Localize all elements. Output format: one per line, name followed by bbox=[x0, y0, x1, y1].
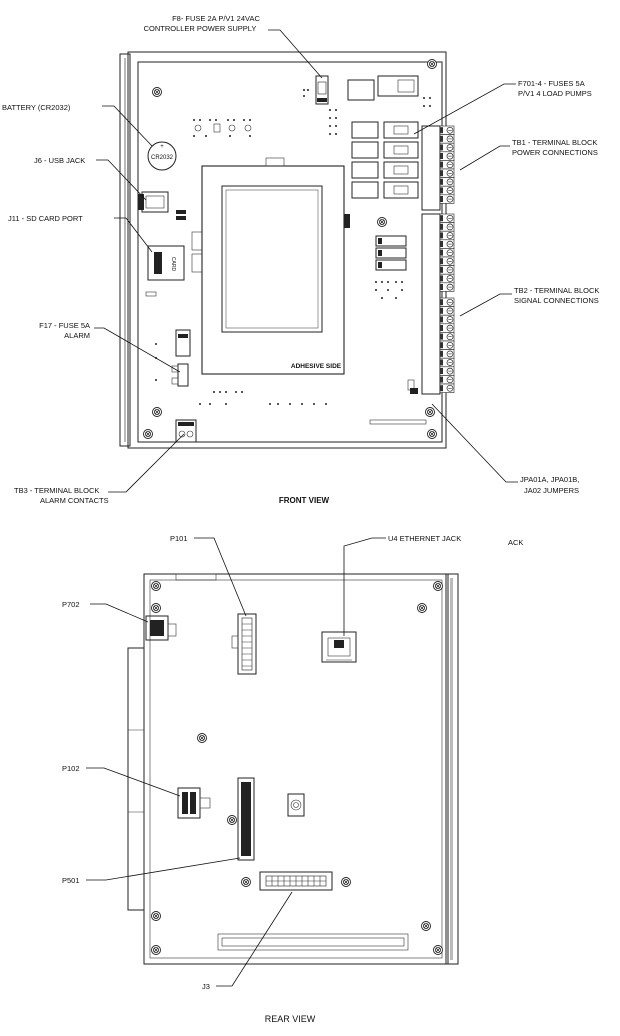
callout-battery: BATTERY (CR2032) bbox=[2, 103, 71, 112]
callout-f17-line1: F17 - FUSE 5A bbox=[39, 321, 90, 330]
fuse-bank-f701-4 bbox=[351, 121, 419, 199]
callout-ack: ACK bbox=[508, 538, 523, 547]
sd-card-mark: CARD bbox=[170, 257, 176, 272]
front-view: + CR2032 CARD ADHESIVE SIDE bbox=[2, 14, 599, 505]
callout-tb2-line2: SIGNAL CONNECTIONS bbox=[514, 296, 599, 305]
callout-jpa-line1: JPA01A, JPA01B, bbox=[520, 475, 579, 484]
front-view-title: FRONT VIEW bbox=[279, 496, 330, 505]
terminal-block-tb3 bbox=[175, 419, 197, 443]
mounting-screw-icon bbox=[152, 407, 162, 417]
rear-bracket-left bbox=[127, 647, 145, 911]
alarm-relay bbox=[175, 329, 191, 357]
mounting-screw-icon bbox=[227, 815, 237, 825]
usb-jack-j6 bbox=[138, 191, 169, 213]
mounting-screw-icon bbox=[241, 877, 251, 887]
mounting-screw-icon bbox=[421, 921, 431, 931]
header-j3 bbox=[259, 871, 333, 891]
mounting-screw-icon bbox=[377, 217, 387, 227]
callout-f701-line1: F701-4 - FUSES 5A bbox=[518, 79, 585, 88]
callout-p501: P501 bbox=[62, 876, 80, 885]
mounting-screw-icon bbox=[151, 911, 161, 921]
adhesive-side-label: ADHESIVE SIDE bbox=[291, 363, 342, 370]
jumpers-jpa01 bbox=[407, 379, 418, 394]
callout-p102: P102 bbox=[62, 764, 80, 773]
callout-f8-line1: F8- FUSE 2A P/V1 24VAC bbox=[172, 14, 260, 23]
callout-tb3-line2: ALARM CONTACTS bbox=[40, 496, 109, 505]
ethernet-jack-u4 bbox=[321, 631, 357, 663]
enclosure-flange-left bbox=[119, 53, 131, 447]
callout-u4: U4 ETHERNET JACK bbox=[388, 534, 461, 543]
mounting-screw-icon bbox=[151, 581, 161, 591]
mounting-screw-icon bbox=[417, 603, 427, 613]
mounting-screw-icon bbox=[433, 581, 443, 591]
callout-f8-line2: CONTROLLER POWER SUPPLY bbox=[144, 24, 257, 33]
rear-circuit-board bbox=[143, 573, 449, 965]
callout-f701-line2: P/V1 4 LOAD PUMPS bbox=[518, 89, 592, 98]
terminal-block-tb1 bbox=[421, 125, 455, 211]
callout-tb1-line1: TB1 - TERMINAL BLOCK bbox=[512, 138, 597, 147]
relay-stack bbox=[375, 235, 407, 271]
mounting-screw-icon bbox=[151, 945, 161, 955]
mounting-screw-icon bbox=[341, 877, 351, 887]
mounting-screw-icon bbox=[151, 603, 161, 613]
battery-mark: CR2032 bbox=[151, 155, 174, 161]
rear-view-title: REAR VIEW bbox=[265, 1014, 316, 1024]
front-leader-lines bbox=[94, 29, 518, 493]
mounting-screw-icon bbox=[427, 59, 437, 69]
relay bbox=[347, 79, 375, 101]
callout-p101: P101 bbox=[170, 534, 188, 543]
callout-tb1-line2: POWER CONNECTIONS bbox=[512, 148, 598, 157]
relay bbox=[377, 75, 419, 97]
component-dots bbox=[155, 89, 431, 405]
mounting-screw-icon bbox=[427, 429, 437, 439]
callout-tb2-line1: TB2 - TERMINAL BLOCK bbox=[514, 286, 599, 295]
callout-j11: J11 - SD CARD PORT bbox=[8, 214, 83, 223]
callout-f17-line2: ALARM bbox=[64, 331, 90, 340]
rear-leader-lines bbox=[86, 537, 386, 987]
terminal-block-tb2 bbox=[421, 213, 455, 395]
mounting-screw-icon bbox=[425, 407, 435, 417]
center-component bbox=[287, 793, 305, 817]
callout-jpa-line2: JA02 JUMPERS bbox=[524, 486, 579, 495]
fuse-f8 bbox=[315, 75, 329, 105]
connector-p101 bbox=[231, 613, 257, 675]
mounting-screw-icon bbox=[433, 945, 443, 955]
connector-p702 bbox=[145, 615, 177, 641]
sd-card-port-j11: CARD bbox=[147, 245, 185, 281]
callout-j3: J3 bbox=[202, 982, 210, 991]
battery-plus-mark: + bbox=[160, 144, 164, 150]
callout-tb3-line1: TB3 - TERMINAL BLOCK bbox=[14, 486, 99, 495]
rear-view: P101 U4 ETHERNET JACK ACK P702 P102 P501… bbox=[62, 534, 523, 1024]
connector-p501 bbox=[237, 777, 255, 861]
lcd-display bbox=[201, 157, 350, 375]
connector-p102 bbox=[177, 787, 211, 819]
fuse-f17 bbox=[171, 363, 189, 387]
small-components bbox=[194, 123, 252, 133]
mounting-screw-icon bbox=[197, 733, 207, 743]
battery-cr2032: + CR2032 bbox=[147, 141, 177, 171]
mounting-screw-icon bbox=[152, 87, 162, 97]
mounting-screw-icon bbox=[143, 429, 153, 439]
callout-p702: P702 bbox=[62, 600, 80, 609]
callout-j6: J6 - USB JACK bbox=[34, 156, 85, 165]
rear-flange-right bbox=[445, 573, 459, 965]
